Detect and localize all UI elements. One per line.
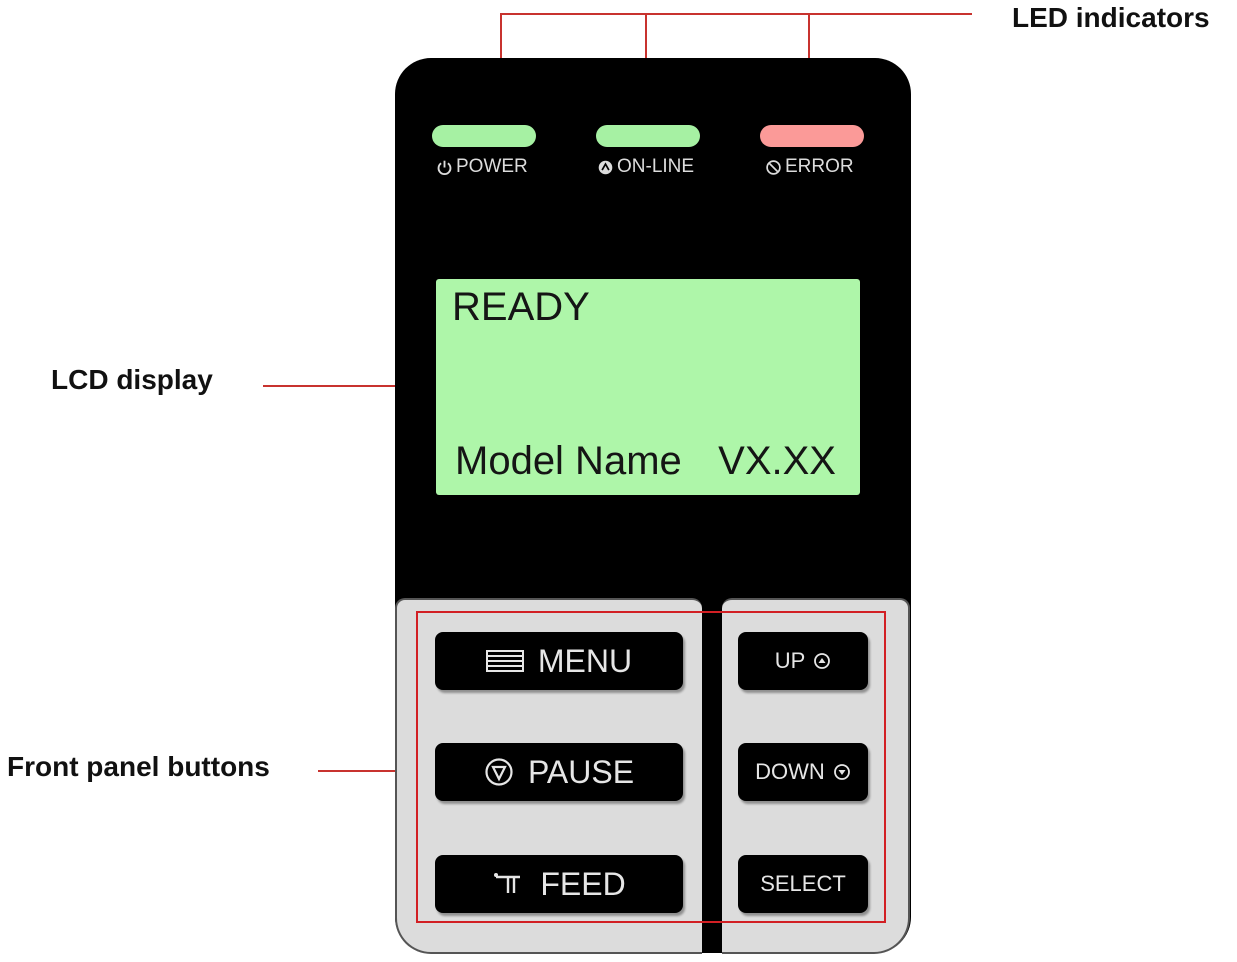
menu-icon [485,650,524,672]
led-callout-line [500,13,972,15]
lcd-version: VX.XX [718,439,836,483]
up-button[interactable]: UP [738,632,868,690]
lcd-status-text: READY [452,285,590,329]
buttons-callout-line [318,770,417,772]
power-led-label: POWER [436,156,528,178]
menu-button-label: MENU [537,642,633,679]
pause-icon [485,758,513,786]
pause-button[interactable]: PAUSE [435,743,683,801]
select-button-label: SELECT [760,871,846,896]
online-icon [598,160,613,174]
online-led-label: ON-LINE [597,156,694,178]
led-indicators-callout: LED indicators [1012,2,1210,33]
down-button-label: DOWN [755,759,825,784]
select-button[interactable]: SELECT [738,855,868,913]
power-label-text: POWER [456,156,528,177]
lcd-model-name: Model Name [455,439,682,483]
feed-button-label: FEED [540,865,626,902]
buttons-highlight-box [416,611,886,923]
online-label-text: ON-LINE [617,156,695,177]
error-label-text: ERROR [785,156,854,177]
feed-icon [494,873,521,893]
pause-button-label: PAUSE [527,753,635,790]
error-led-label: ERROR [765,156,854,178]
feed-button[interactable]: FEED [435,855,683,913]
error-icon [766,159,781,175]
down-button[interactable]: DOWN [738,743,868,801]
lcd-callout-line [263,385,441,387]
down-arrow-icon [833,764,850,780]
error-led [760,125,864,147]
up-button-label: UP [774,648,806,673]
front-panel-buttons-callout: Front panel buttons [7,751,270,782]
up-arrow-icon [814,653,831,669]
menu-button[interactable]: MENU [435,632,683,690]
power-icon [437,160,452,175]
online-led [596,125,700,147]
lcd-display-callout: LCD display [51,364,213,395]
power-led [432,125,536,147]
lcd-screen: READY Model Name VX.XX [436,279,860,495]
